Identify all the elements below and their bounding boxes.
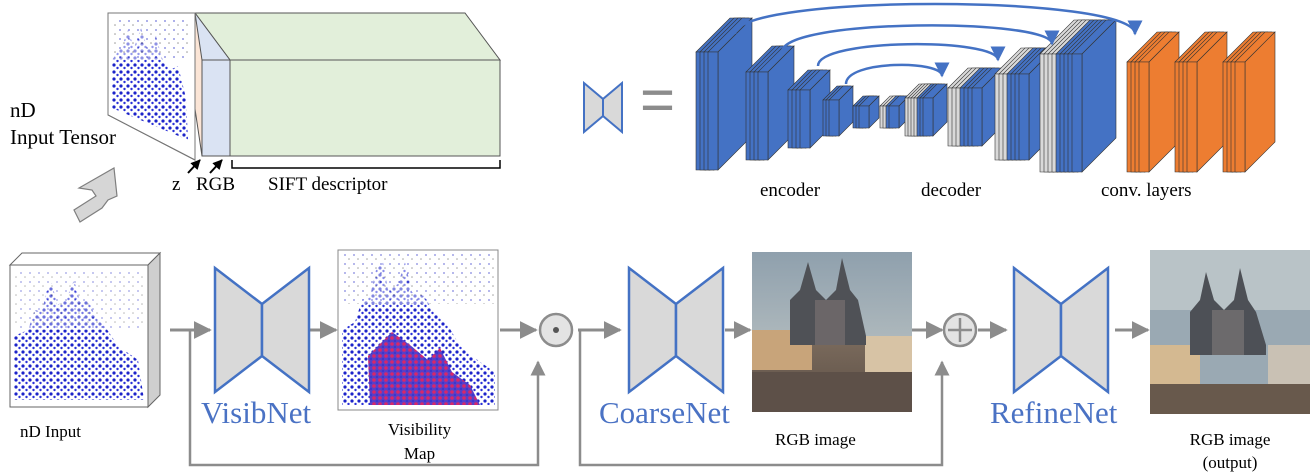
rgb-pointer-arrow (209, 159, 223, 174)
output-rgb-image (1150, 250, 1310, 414)
encoder-layer-d-3 (828, 85, 854, 137)
decoder-label: decoder (921, 180, 982, 201)
visibility-map-label-line2: Map (403, 444, 436, 463)
z-pointer-arrow (187, 159, 201, 174)
conv-layer-a-4 (1138, 31, 1180, 173)
add-node (942, 312, 978, 348)
visibility-map-image (337, 249, 499, 411)
conv-layer-b-4 (1186, 31, 1228, 173)
tensor-sift-label: SIFT descriptor (268, 174, 388, 195)
coarsenet-block (627, 265, 725, 395)
sift-block-top (194, 12, 501, 61)
decoder-layer-b-7 (922, 83, 948, 137)
sift-block-front (229, 59, 501, 157)
encoder-label: encoder (760, 180, 821, 201)
skip-input-to-add (578, 330, 950, 467)
tensor-z-label: z (172, 174, 181, 195)
rgb-image-label: RGB image (775, 430, 856, 449)
skip-arc-1 (733, 2, 1143, 36)
sift-bracket (231, 160, 501, 169)
multiply-node (538, 312, 574, 348)
skip-arc-4 (844, 62, 950, 85)
refinenet-label: RefineNet (990, 395, 1118, 430)
coarse-rgb-image (752, 252, 912, 412)
pipeline (8, 249, 1310, 467)
skip-input-to-mult (188, 330, 546, 467)
hourglass-symbol-icon (583, 80, 604, 135)
conv-layers-label: conv. layers (1101, 180, 1192, 201)
output-label-line1: RGB image (1189, 430, 1271, 449)
rgb-slab-front (201, 59, 231, 157)
architecture-illustration (583, 2, 1276, 173)
skip-arc-2 (780, 24, 1060, 53)
refinenet-block (1012, 265, 1110, 395)
output-label-line2: (output) (1202, 453, 1258, 472)
tensor-up-arrow (73, 167, 118, 223)
skip-arc-3 (816, 43, 1006, 67)
nd-input-label: nD Input (20, 422, 81, 441)
tensor-title-line1: nD (10, 98, 36, 122)
equals-sign: = (640, 66, 676, 133)
visibnet-block (213, 265, 311, 395)
tensor-rgb-label: RGB (196, 174, 236, 195)
encoder-layer-e-3 (858, 95, 880, 129)
conv-layer-c-4 (1234, 31, 1276, 173)
encoder-layer-b-4 (757, 45, 795, 161)
visibility-map-label-line1: Visibility (387, 420, 452, 439)
input-tensor-illustration (73, 12, 501, 223)
coarsenet-label: CoarseNet (599, 395, 730, 430)
decoder-layer-e-9 (1071, 19, 1117, 173)
nd-input-cube (8, 251, 162, 409)
tensor-title-line2: Input Tensor (10, 125, 117, 149)
visibnet-label: VisibNet (201, 395, 312, 430)
